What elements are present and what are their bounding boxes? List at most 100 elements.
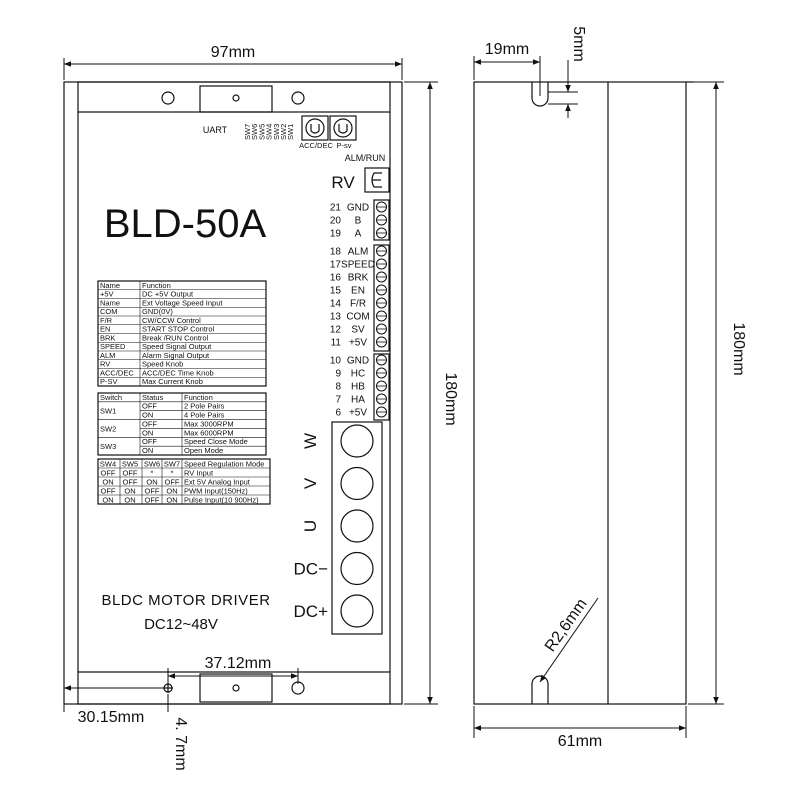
pin-number: 19	[330, 229, 342, 240]
table-cell: Function	[142, 281, 171, 290]
p-sv-pot	[329, 115, 357, 141]
table-cell: Speed Knob	[142, 360, 183, 369]
table-cell: Status	[142, 393, 164, 402]
left-offset-dimension: 30.15mm	[78, 709, 145, 726]
table-cell: DC +5V Output	[142, 290, 194, 299]
side-height-dimension: 180mm	[730, 322, 747, 375]
signal-terminal-block-1	[373, 199, 390, 241]
pin-name: SPEED	[341, 260, 375, 271]
table-cell: ON	[142, 428, 153, 437]
top-hole-right	[291, 91, 305, 105]
pin-name: COM	[346, 312, 369, 323]
front-view	[63, 81, 403, 705]
table-cell: BRK	[100, 333, 115, 342]
pin-number: 14	[330, 299, 342, 310]
table-cell: SW7	[164, 460, 180, 469]
side-body-outline	[473, 81, 687, 705]
pin-name: A	[355, 229, 362, 240]
table-cell: P-SV	[100, 377, 118, 386]
table-cell: SW4	[100, 460, 116, 469]
pin-name: B	[355, 216, 362, 227]
power-terminal-screw	[340, 594, 374, 628]
hole-spacing-dimension: 37.12mm	[205, 655, 272, 672]
table-cell: ON	[102, 478, 113, 487]
table-cell: ON	[166, 487, 177, 496]
pin-number: 11	[331, 338, 342, 349]
rv-knob	[364, 167, 390, 193]
power-terminal-screw	[340, 509, 374, 543]
pin-number: 6	[335, 408, 341, 419]
table-cell: START STOP Control	[142, 325, 215, 334]
pin-number: 7	[335, 395, 341, 406]
top-hole-left	[161, 91, 175, 105]
table-cell: SW1	[100, 407, 116, 416]
acc-dec-label: ACC/DEC	[299, 141, 333, 150]
table-cell: *	[171, 469, 174, 478]
table-cell: Open Mode	[184, 446, 223, 455]
table-cell: OFF	[123, 478, 138, 487]
pin-number: 10	[330, 356, 342, 367]
table-cell: Max 6000RPM	[184, 428, 234, 437]
table-cell: ON	[102, 496, 113, 505]
p-sv-label: P-sv	[337, 141, 352, 150]
voltage-rating: DC12~48V	[144, 616, 218, 633]
uart-label: UART	[203, 125, 228, 135]
table-cell: OFF	[145, 496, 160, 505]
pin-number: 8	[335, 382, 341, 393]
table-cell: OFF	[123, 469, 138, 478]
pin-number: 9	[335, 369, 341, 380]
power-terminal-label: DC+	[294, 602, 329, 621]
power-terminal-screw	[340, 466, 374, 501]
table-cell: Alarm Signal Output	[142, 351, 210, 360]
table-cell: Name	[100, 281, 120, 290]
table-cell: Name	[100, 298, 120, 307]
radius-leader	[539, 597, 599, 683]
table-cell: OFF	[101, 469, 116, 478]
power-terminal-block	[331, 421, 383, 635]
table-cell: OFF	[142, 437, 157, 446]
power-terminal-label: U	[301, 520, 320, 532]
pin-number: 16	[330, 273, 342, 284]
side-view	[473, 81, 694, 705]
table-cell: SW3	[100, 442, 116, 451]
table-cell: OFF	[101, 487, 116, 496]
dip-switch-label: SW5	[257, 124, 266, 140]
power-terminal-screw	[340, 424, 374, 458]
table-cell: ON	[146, 478, 157, 487]
top-hole-center	[232, 94, 240, 102]
table-cell: 2 Pole Pairs	[184, 402, 225, 411]
model-title: BLD-50A	[104, 202, 267, 246]
radius-dimension: R2,6mm	[542, 596, 591, 655]
pin-name: +5V	[349, 408, 367, 419]
pin-number: 17	[330, 260, 342, 271]
dip-switch-label: SW4	[265, 124, 274, 140]
pin-number: 15	[330, 286, 342, 297]
table-cell: OFF	[142, 419, 157, 428]
pin-name: ALM	[348, 247, 369, 258]
table-cell: 4 Pole Pairs	[184, 411, 225, 420]
alm-run-label: ALM/RUN	[345, 153, 386, 163]
dip-switch-label: SW1	[286, 124, 295, 140]
power-screws	[340, 424, 374, 628]
table-cell: ON	[142, 411, 153, 420]
table-cell: OFF	[165, 478, 180, 487]
table-cell: ACC/DEC Time Knob	[142, 368, 214, 377]
table-cell: Speed Regulation Mode	[184, 460, 264, 469]
table-cell: ACC/DEC	[100, 368, 134, 377]
side-bottom-slot	[531, 675, 549, 704]
dip-switch-label: SW6	[250, 124, 259, 140]
terminal-screws	[376, 201, 387, 418]
side-top-offset-dimension: 19mm	[485, 41, 529, 58]
subtitle: BLDC MOTOR DRIVER	[101, 592, 270, 609]
power-terminal-label: V	[301, 477, 320, 489]
table-cell: ON	[166, 496, 177, 505]
table-cell: ON	[124, 487, 135, 496]
pin-name: EN	[351, 286, 365, 297]
signal-terminal-block-2	[373, 244, 390, 352]
pin-name: +5V	[349, 338, 367, 349]
side-width-dimension: 61mm	[558, 733, 602, 750]
power-terminal-label: DC−	[294, 560, 329, 579]
table-cell: ON	[124, 496, 135, 505]
